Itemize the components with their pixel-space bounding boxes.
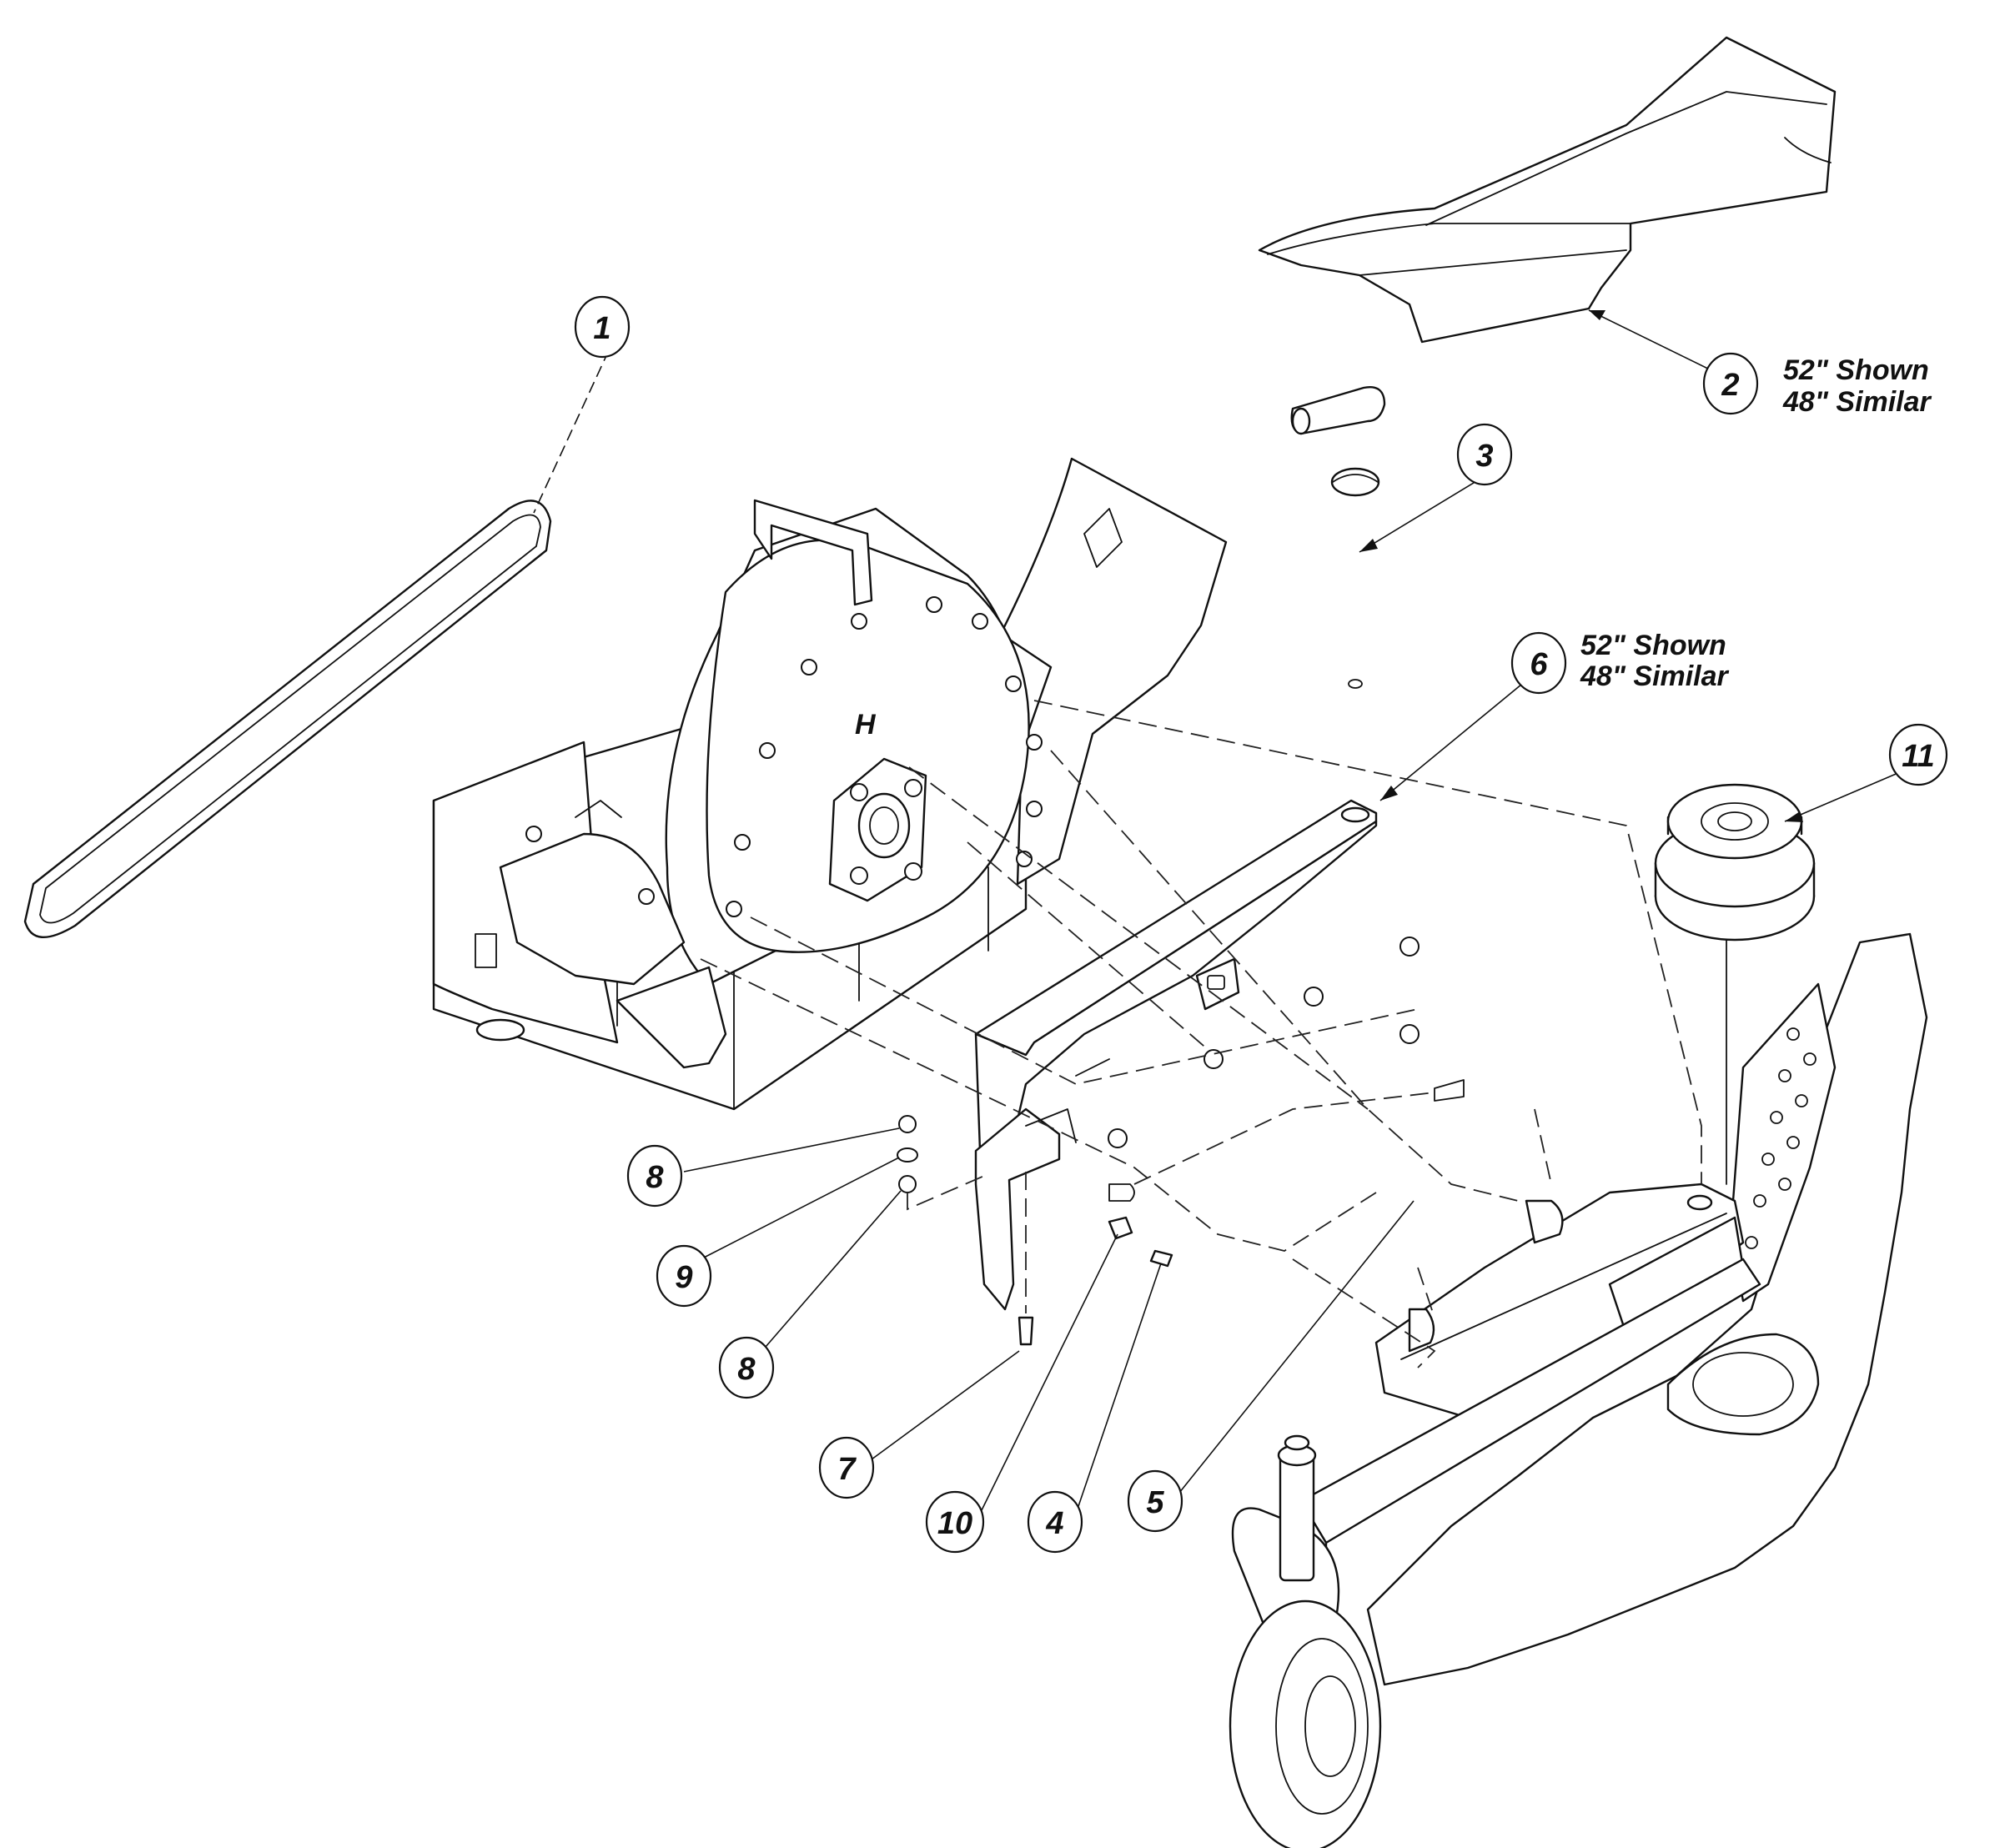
leader-lines (533, 309, 1907, 1514)
hardware (897, 1115, 1173, 1346)
cover-bolts (726, 596, 1043, 917)
housing-logo: H (855, 709, 877, 741)
bearing-flange (828, 757, 927, 902)
callout-8-lower: 8 (718, 1336, 775, 1399)
svg-text:10: 10 (937, 1506, 972, 1541)
pin-and-washer-part-3 (1290, 386, 1386, 689)
svg-text:8: 8 (737, 1352, 756, 1387)
svg-text:2: 2 (1721, 368, 1739, 403)
note-part-6: 52" Shown 48" Similar (1580, 630, 1730, 692)
svg-text:5: 5 (1146, 1485, 1164, 1520)
rail-holes (1745, 1027, 1817, 1249)
svg-text:6: 6 (1530, 647, 1548, 682)
alignment-lines (700, 700, 1702, 1368)
svg-text:3: 3 (1475, 439, 1493, 474)
belt-part-1 (23, 500, 552, 938)
callout-4: 4 (1027, 1490, 1083, 1554)
note-part-2: 52" Shown 48" Similar (1782, 354, 1932, 418)
washer-part-9 (897, 1147, 918, 1163)
blower-housing: H (432, 457, 1228, 1111)
nut-part-8-lower (898, 1175, 917, 1193)
svg-text:7: 7 (837, 1452, 857, 1487)
callout-9: 9 (656, 1244, 712, 1308)
callout-6: 6 (1510, 631, 1567, 695)
mower-frame (1229, 932, 1928, 1848)
note-part-6-line1: 52" Shown (1580, 630, 1726, 661)
svg-text:4: 4 (1045, 1506, 1063, 1541)
callout-7: 7 (818, 1436, 875, 1499)
callout-11: 11 (1888, 723, 1948, 786)
pulley-part-11 (1654, 783, 1816, 1185)
caster-wheel (1229, 1434, 1382, 1848)
bracket-part-6 (974, 799, 1465, 1311)
callout-5: 5 (1127, 1469, 1183, 1533)
bolt-part-7 (1018, 1316, 1034, 1346)
nut-part-8-upper (898, 1115, 917, 1133)
note-part-6-line2: 48" Similar (1580, 660, 1730, 692)
svg-text:9: 9 (675, 1260, 692, 1295)
chute-cover-part-2 (1258, 36, 1837, 344)
note-part-2-line1: 52" Shown (1783, 354, 1929, 386)
bolt-part-10 (1108, 1216, 1133, 1240)
svg-text:11: 11 (1902, 739, 1934, 774)
callout-3: 3 (1456, 423, 1513, 486)
svg-text:8: 8 (646, 1160, 664, 1195)
callout-1: 1 (574, 295, 631, 359)
callout-2: 2 (1702, 352, 1759, 415)
callout-10: 10 (925, 1490, 985, 1554)
callout-8-upper: 8 (626, 1144, 683, 1208)
pin-part-4 (1149, 1249, 1173, 1268)
note-part-2-line2: 48" Similar (1782, 386, 1932, 418)
svg-text:1: 1 (593, 311, 611, 346)
